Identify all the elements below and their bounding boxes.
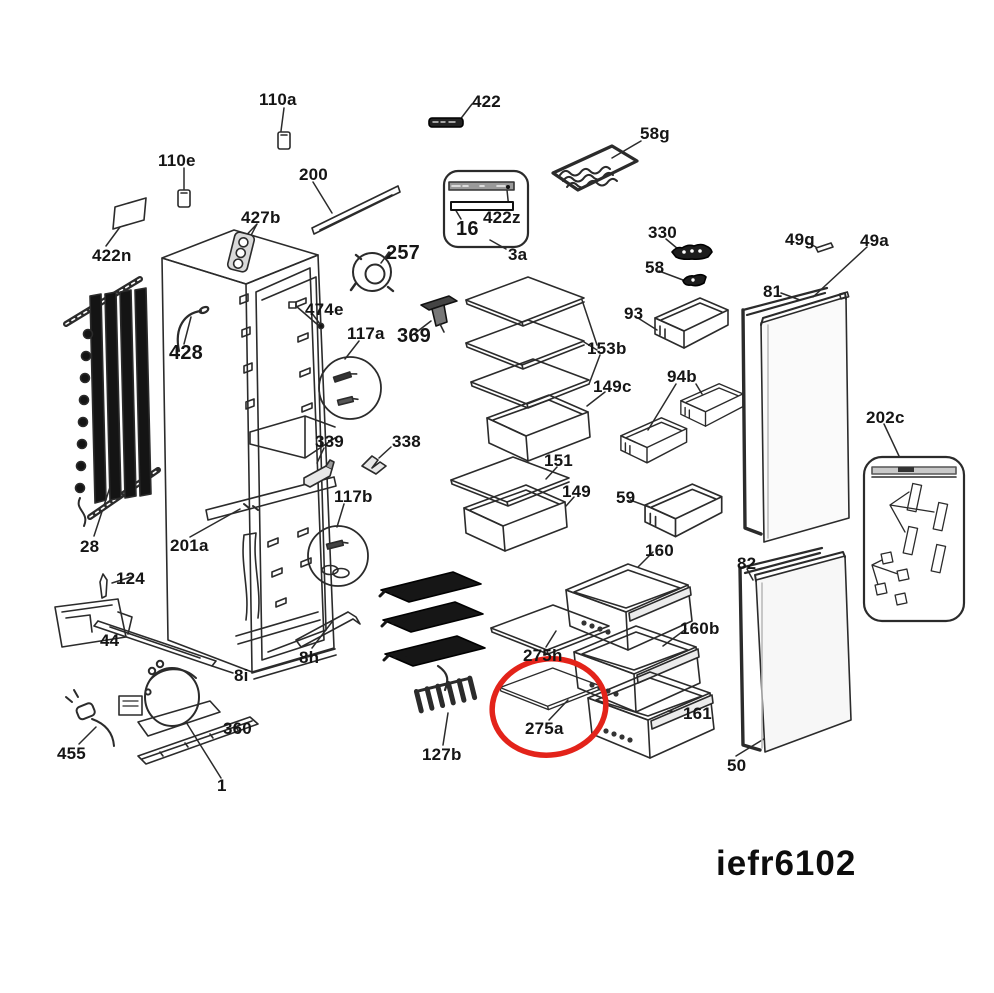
part-117b-circle <box>307 525 369 587</box>
part-label-161: 161 <box>683 704 712 723</box>
part-label-94b: 94b <box>667 367 697 386</box>
part-label-474e: 474e <box>305 300 344 319</box>
part-label-110e: 110e <box>158 151 196 170</box>
part-275a-graphic <box>499 667 601 711</box>
part-124-graphic <box>99 573 108 599</box>
part-339-graphic <box>303 459 335 488</box>
part-200-graphic <box>311 185 401 235</box>
part-label-50: 50 <box>727 756 747 775</box>
part-58-graphic <box>682 273 707 287</box>
part-455-graphic <box>65 689 115 747</box>
part-label-124: 124 <box>116 569 145 588</box>
part-label-93: 93 <box>624 304 644 323</box>
part-50-door <box>754 551 852 753</box>
highlight-circle-275a <box>489 656 609 758</box>
part-8i-graphic <box>93 620 217 667</box>
part-422n-graphic <box>112 197 147 230</box>
part-110a-graphic <box>277 131 291 150</box>
part-3a-group <box>442 169 530 249</box>
part-330-graphic <box>671 243 713 261</box>
part-label-59: 59 <box>616 488 636 507</box>
part-160-graphic <box>565 563 693 651</box>
part-label-369: 369 <box>397 325 431 347</box>
part-474e-graphic <box>288 301 325 330</box>
part-label-149c: 149c <box>593 377 632 396</box>
part-label-160: 160 <box>645 541 674 560</box>
part-82-gasket <box>738 546 824 752</box>
part-81-gasket <box>741 286 829 536</box>
part-label-338: 338 <box>392 432 421 451</box>
part-label-160b: 160b <box>680 619 720 638</box>
part-117a-circle <box>318 356 382 420</box>
part-label-360: 360 <box>223 719 252 738</box>
part-202c-box <box>862 455 966 623</box>
part-label-82: 82 <box>737 554 757 573</box>
part-label-428: 428 <box>169 342 203 364</box>
part-label-117a: 117a <box>347 324 385 343</box>
part-label-339: 339 <box>315 432 344 451</box>
part-149c-graphic <box>486 394 591 462</box>
part-label-455: 455 <box>57 744 86 763</box>
part-110e-graphic <box>177 189 191 208</box>
part-label-3a: 3a <box>508 245 528 264</box>
part-compressor-graphic <box>118 659 221 737</box>
part-58g-graphic <box>551 144 639 192</box>
part-label-81: 81 <box>763 282 783 301</box>
part-28-condenser <box>63 276 161 527</box>
part-428-graphic <box>176 305 210 353</box>
part-label-257: 257 <box>386 242 420 264</box>
part-label-202c: 202c <box>866 408 905 427</box>
part-label-58: 58 <box>645 258 665 277</box>
part-label-422z: 422z <box>483 208 521 227</box>
part-127b-graphics <box>378 570 487 714</box>
part-427b-graphic <box>226 231 256 273</box>
part-338-graphic <box>361 455 387 475</box>
part-49a-door <box>760 291 850 543</box>
part-257-graphic <box>349 251 395 293</box>
part-94b-graphics <box>620 383 744 464</box>
part-label-275h: 275h <box>523 646 563 665</box>
part-49g-graphic <box>815 242 834 253</box>
part-label-58g: 58g <box>640 124 670 143</box>
part-label-16: 16 <box>456 218 479 240</box>
part-label-153b: 153b <box>587 339 627 358</box>
part-label-28: 28 <box>80 537 100 556</box>
part-label-149: 149 <box>562 482 591 501</box>
part-label-110a: 110a <box>259 90 297 109</box>
part-label-151: 151 <box>544 451 573 470</box>
part-8h-graphic <box>295 611 361 648</box>
part-93-graphic <box>654 297 729 349</box>
part-label-422: 422 <box>472 92 501 111</box>
part-153b-shelves <box>465 276 590 409</box>
part-label-201a: 201a <box>170 536 209 555</box>
part-label-49a: 49a <box>860 231 889 250</box>
part-label-200: 200 <box>299 165 328 184</box>
part-label-127b: 127b <box>422 745 462 764</box>
part-44-graphic <box>54 598 133 648</box>
part-369-graphic <box>420 295 458 333</box>
part-label-330: 330 <box>648 223 677 242</box>
part-label-275a: 275a <box>525 719 564 738</box>
part-422-graphic <box>428 117 464 128</box>
part-label-1: 1 <box>217 776 227 795</box>
part-label-427b: 427b <box>241 208 281 227</box>
part-label-422n: 422n <box>92 246 132 265</box>
part-360-graphic <box>137 716 259 765</box>
part-label-8h: 8h <box>299 648 320 667</box>
model-code: iefr6102 <box>716 844 857 883</box>
cabinet-body <box>161 229 337 680</box>
part-label-117b: 117b <box>334 487 373 506</box>
part-label-44: 44 <box>100 631 120 650</box>
part-59-graphic <box>644 483 723 538</box>
part-label-49g: 49g <box>785 230 815 249</box>
part-label-8i: 8i <box>234 666 249 685</box>
